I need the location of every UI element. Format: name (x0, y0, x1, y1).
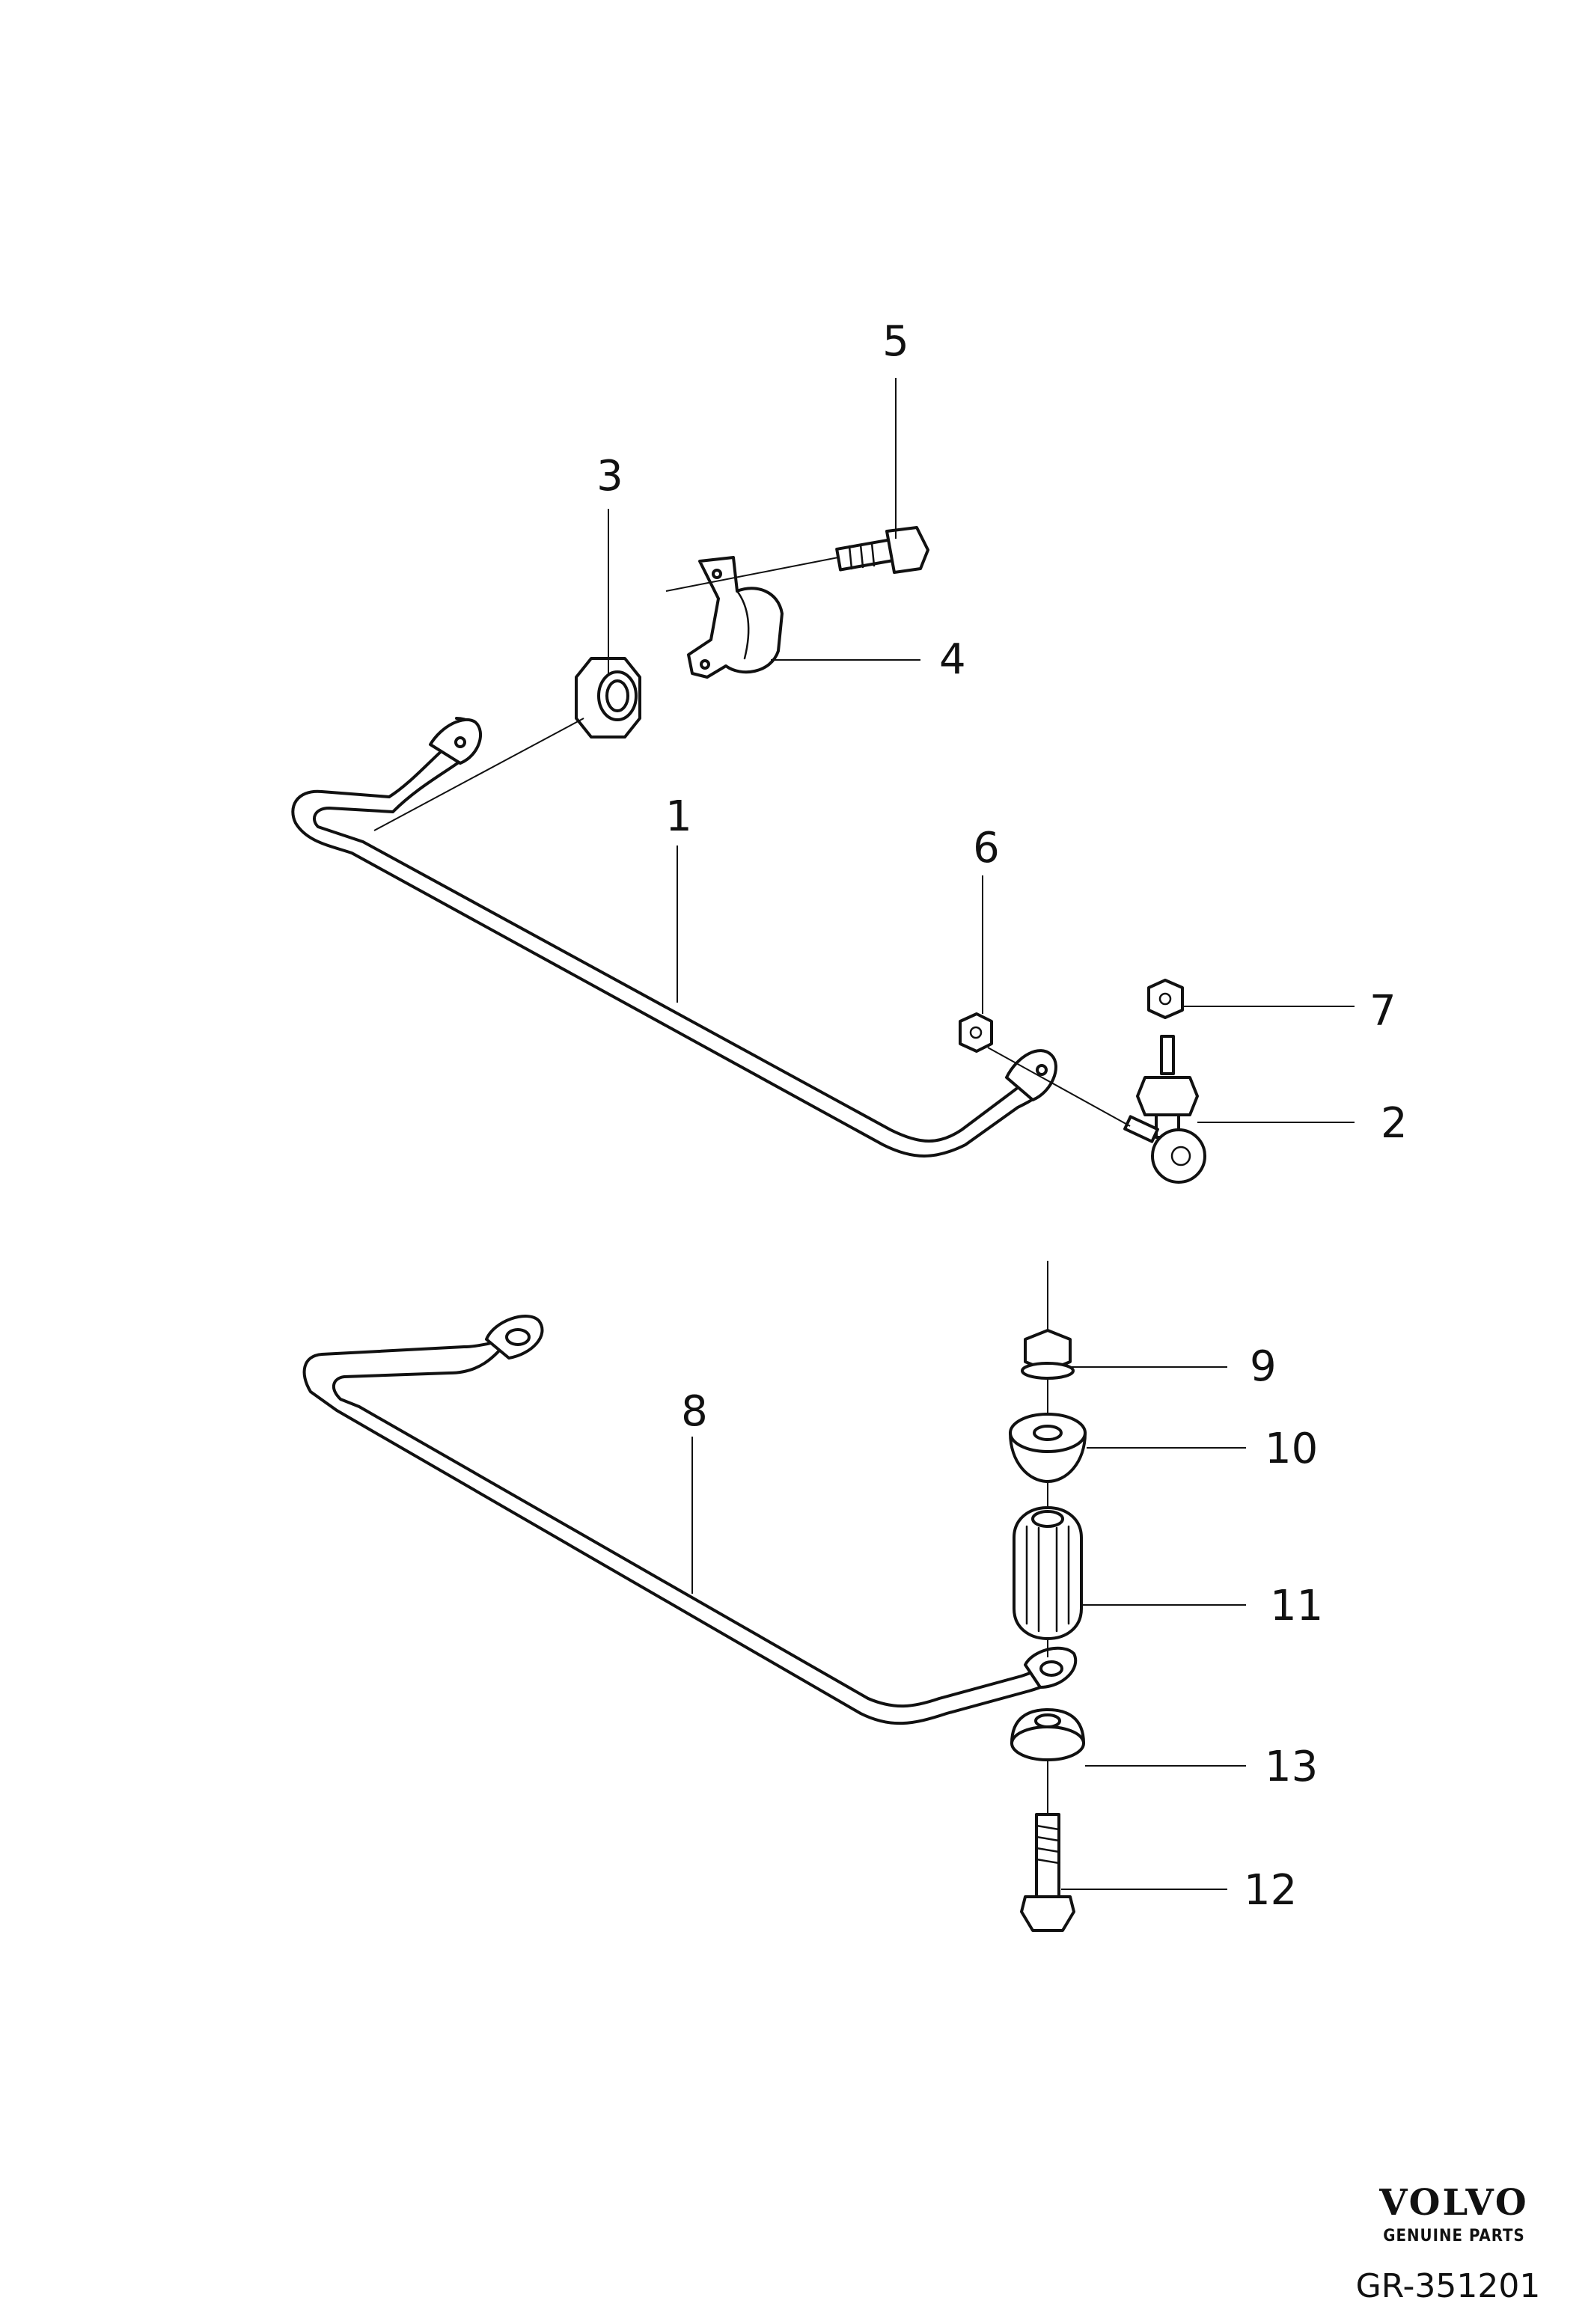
leader-lines (373, 378, 1355, 1890)
callout-8: 8 (681, 1387, 708, 1436)
brand-tagline: GENUINE PARTS (1383, 2227, 1525, 2245)
rubber-sleeve (1013, 1506, 1083, 1640)
callout-9: 9 (1250, 1342, 1277, 1391)
callout-7: 7 (1369, 987, 1396, 1036)
callout-12: 12 (1244, 1866, 1297, 1915)
callout-4: 4 (939, 635, 966, 684)
callout-10: 10 (1265, 1425, 1318, 1473)
stabilizer-link (1123, 1035, 1206, 1184)
diagram-reference: GR-351201 (1356, 2267, 1541, 2305)
brand-logo: VOLVO (1378, 2182, 1528, 2224)
callout-11: 11 (1270, 1582, 1323, 1630)
link-nut-7 (1147, 979, 1184, 1019)
callout-5: 5 (882, 317, 909, 366)
stabilizer-bar-rear (302, 1315, 1078, 1725)
upper-bushing-cup (1009, 1413, 1087, 1483)
end-link-nut (1021, 1329, 1075, 1380)
stabilizer-bar-front (291, 717, 1057, 1158)
callout-2: 2 (1381, 1099, 1408, 1148)
end-link-bolt (1020, 1813, 1075, 1932)
bushing-bracket (687, 556, 784, 679)
stabilizer-bushing (575, 657, 641, 739)
link-nut-6 (959, 1012, 993, 1053)
lower-bushing-cup (1010, 1708, 1085, 1761)
callout-6: 6 (973, 824, 1000, 872)
bracket-bolt (835, 526, 929, 574)
callout-3: 3 (596, 452, 623, 501)
callout-1: 1 (665, 792, 692, 841)
callout-13: 13 (1265, 1743, 1318, 1791)
